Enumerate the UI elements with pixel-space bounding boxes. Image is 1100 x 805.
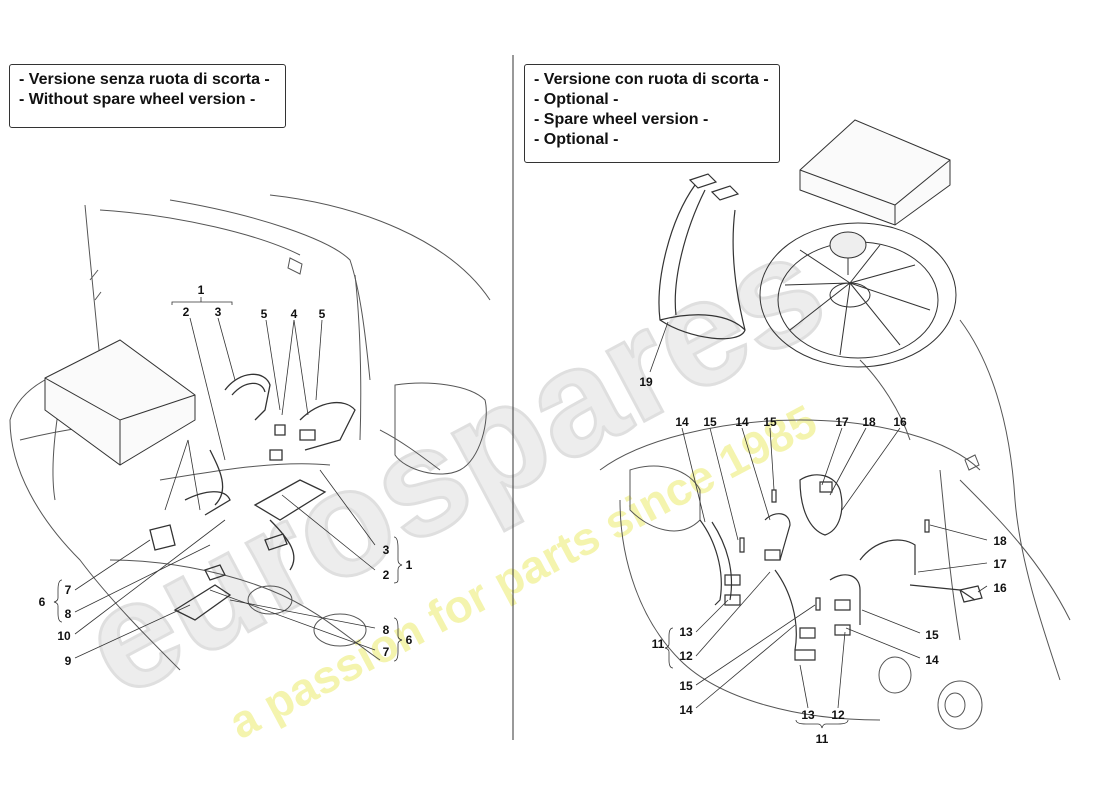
callout-3: 3 <box>383 543 390 557</box>
left-leader-lines <box>53 297 403 662</box>
caption-left-line-2: - Without spare wheel version - <box>19 91 256 108</box>
left-callouts: 1 2 3 5 4 5 3 2 1 7 8 6 10 9 8 7 6 <box>39 283 413 668</box>
left-straps <box>149 373 356 621</box>
callout-2: 2 <box>183 305 190 319</box>
callout-15: 15 <box>763 415 777 429</box>
callout-15: 15 <box>703 415 717 429</box>
callout-15: 15 <box>679 679 693 693</box>
callout-1-group: 1 <box>406 558 413 572</box>
callout-9: 9 <box>65 654 72 668</box>
callout-6-group: 6 <box>406 633 413 647</box>
callout-12: 12 <box>831 708 845 722</box>
callout-18: 18 <box>862 415 876 429</box>
callout-5: 5 <box>319 307 326 321</box>
callout-3: 3 <box>215 305 222 319</box>
callout-13: 13 <box>679 625 693 639</box>
callout-19: 19 <box>639 375 653 389</box>
callout-5: 5 <box>261 307 268 321</box>
tool-bag-left <box>44 339 196 466</box>
callout-1-group: 1 <box>198 283 205 297</box>
callout-10: 10 <box>57 629 71 643</box>
caption-right-line-1: - Versione con ruota di scorta - <box>534 71 769 88</box>
callout-11-group: 11 <box>816 732 829 746</box>
tool-bag-right <box>799 119 951 226</box>
callout-8: 8 <box>383 623 390 637</box>
right-leader-lines <box>649 321 988 729</box>
caption-right-line-4: - Optional - <box>534 131 619 148</box>
callout-6-group: 6 <box>39 595 46 609</box>
callout-14: 14 <box>675 415 689 429</box>
caption-right: - Versione con ruota di scorta - - Optio… <box>524 64 780 163</box>
callout-17: 17 <box>835 415 849 429</box>
callout-14: 14 <box>735 415 749 429</box>
callout-15: 15 <box>925 628 939 642</box>
callout-18: 18 <box>993 534 1007 548</box>
callout-4: 4 <box>291 307 298 321</box>
caption-right-line-2: - Optional - <box>534 91 619 108</box>
callout-7: 7 <box>65 583 72 597</box>
callout-7: 7 <box>383 645 390 659</box>
callout-16: 16 <box>893 415 907 429</box>
callout-14: 14 <box>679 703 693 717</box>
spare-wheel <box>759 222 957 368</box>
caption-right-line-3: - Spare wheel version - <box>534 111 709 128</box>
right-straps <box>699 474 983 661</box>
callout-12: 12 <box>679 649 693 663</box>
right-callouts: 19 14 15 14 15 17 18 16 18 17 16 15 14 1… <box>639 375 1007 746</box>
watermark: eurospares a passion for parts since 198… <box>55 199 851 749</box>
callout-11-group: 11 <box>652 637 665 651</box>
callout-8: 8 <box>65 607 72 621</box>
callout-2: 2 <box>383 568 390 582</box>
caption-left: - Versione senza ruota di scorta - - Wit… <box>9 64 286 128</box>
callout-13: 13 <box>801 708 815 722</box>
callout-16: 16 <box>993 581 1007 595</box>
caption-left-line-1: - Versione senza ruota di scorta - <box>19 71 270 88</box>
callout-14: 14 <box>925 653 939 667</box>
callout-17: 17 <box>993 557 1007 571</box>
wheel-strap <box>658 173 746 340</box>
